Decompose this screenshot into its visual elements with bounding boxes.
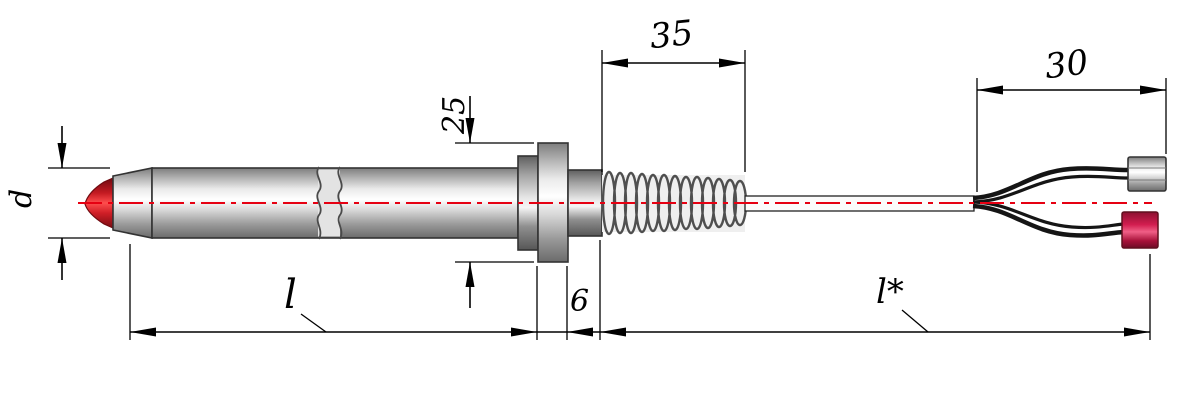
arrowhead [567,327,593,337]
leader-mount-length [901,309,929,333]
arrowhead [465,262,475,287]
dim-label-lead-length: 30 [1043,42,1091,87]
arrowhead [1140,85,1166,95]
arrowhead [130,327,156,337]
dim-label-probe-length: l [284,272,297,318]
dim-flange-diameter: 25 [437,96,534,308]
arrowhead [465,118,475,143]
dim-label-spring-length: 35 [648,13,695,57]
terminal-bottom-red [1121,211,1159,249]
dim-label-flange-width: 6 [570,284,589,319]
wire-top-outer [972,166,1129,201]
lead-wires [972,166,1129,238]
leader-probe-length [300,313,327,333]
arrowhead [1124,327,1150,337]
dim-label-probe-diameter: d [4,189,39,208]
wire-bottom-outer [972,203,1125,238]
dim-label-flange-diameter: 25 [437,96,472,135]
dim-lead-length: 30 [976,42,1167,192]
arrowhead [600,327,626,337]
dim-spring-length: 35 [601,13,746,172]
terminal-top [1127,156,1167,192]
arrowhead [719,58,745,68]
dim-label-mount-length: l* [876,272,904,312]
arrowhead [602,58,628,68]
wire-top-inner [972,174,1129,204]
wire-bottom-inner [972,200,1125,230]
dim-probe-diameter: d [4,126,110,280]
arrowhead [57,238,67,263]
arrowhead [57,143,67,168]
arrowhead [977,85,1003,95]
dim-bottom-chain: l 6 l* [129,240,1151,340]
arrowhead [511,327,537,337]
